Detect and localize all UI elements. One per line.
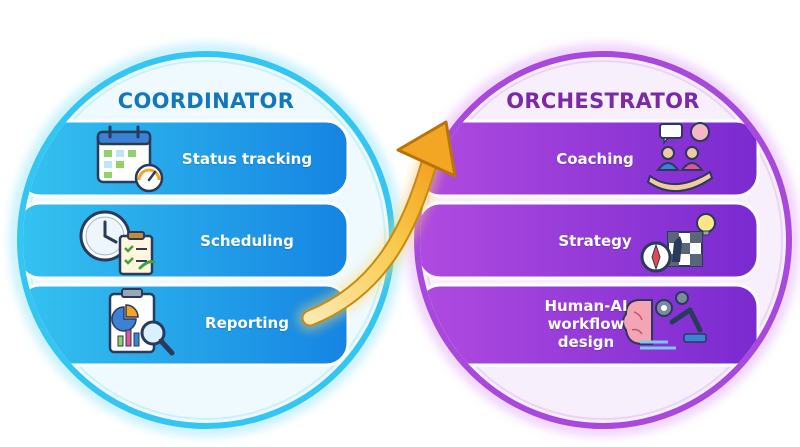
- growth-arrow-icon: [297, 120, 457, 331]
- orchestrator-title: ORCHESTRATOR: [506, 89, 700, 113]
- coaching-label: Coaching: [556, 150, 634, 168]
- orchestrator-circle: [407, 44, 799, 436]
- coordinator-band-3: [23, 283, 350, 367]
- coordinator-title: COORDINATOR: [117, 89, 295, 113]
- compass-chess-icon: [640, 213, 716, 273]
- brain-robot-arm-icon: [622, 291, 707, 350]
- status-tracking-label: Status tracking: [181, 150, 313, 168]
- report-magnifier-icon: [108, 288, 175, 356]
- clock-checklist-icon: [79, 210, 156, 276]
- orchestrator-band-3: [420, 283, 760, 367]
- strategy-label: Strategy: [558, 232, 632, 250]
- human-ai-workflow-design-label: Human-AI workflow design: [544, 297, 628, 351]
- reporting-label: Reporting: [205, 314, 289, 332]
- scheduling-label: Scheduling: [200, 232, 294, 250]
- calendar-gauge-icon: [96, 125, 164, 193]
- orchestrator-band-1: [420, 119, 760, 198]
- coaching-hand-icon: [646, 122, 714, 193]
